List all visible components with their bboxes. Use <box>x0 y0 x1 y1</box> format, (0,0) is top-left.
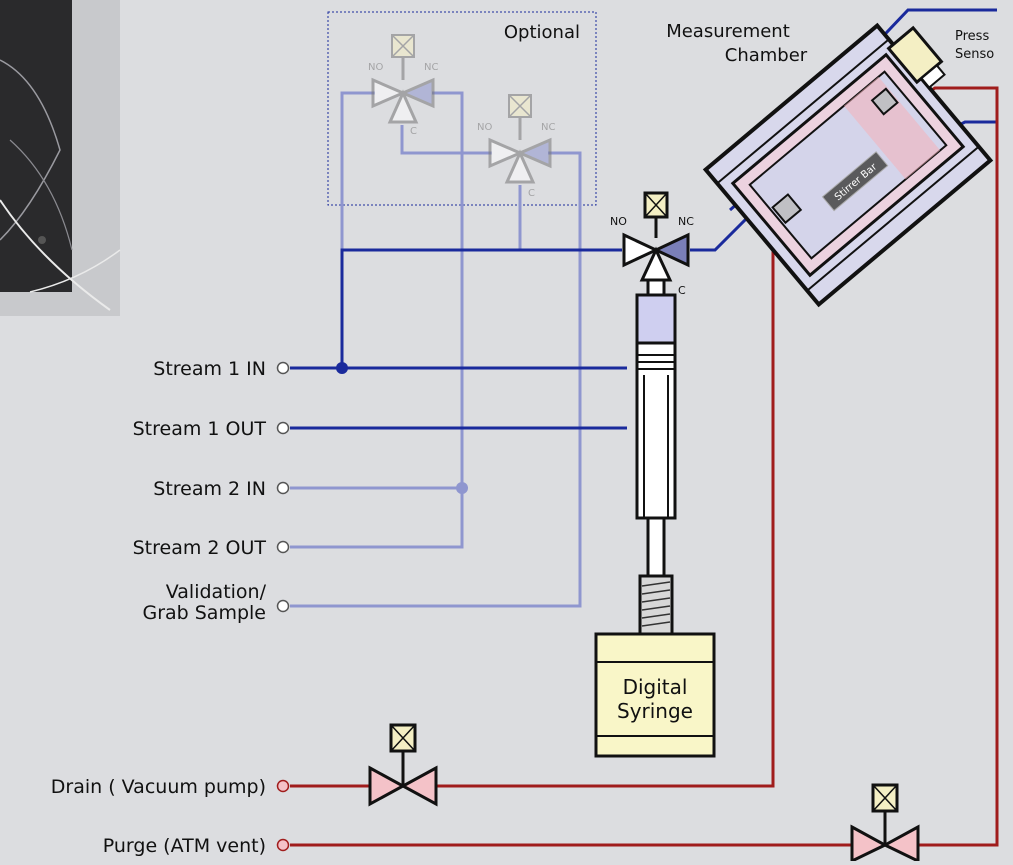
port-label: Stream 1 OUT <box>133 418 267 440</box>
svg-text:C: C <box>528 188 535 199</box>
stream2-out-line <box>290 91 464 549</box>
sensor-label-line1: Press <box>955 29 989 44</box>
validation-line <box>290 151 582 608</box>
instrument-photo <box>0 0 121 316</box>
stream2-junction <box>456 482 468 494</box>
pressure-sensor <box>886 25 946 89</box>
stream1-junction <box>336 362 348 374</box>
port-validation: Validation/ Grab Sample <box>142 581 290 624</box>
drain-valve <box>368 723 438 807</box>
optional-region: Optional <box>327 11 597 206</box>
optional-line-mid <box>400 125 492 155</box>
port-purge: Purge (ATM vent) <box>103 835 290 857</box>
optional-valve-1: NO NC C <box>368 34 438 137</box>
optional-line-left <box>340 91 375 250</box>
port-stream2-in: Stream 2 IN <box>153 478 290 500</box>
port-stream1-in: Stream 1 IN <box>153 358 290 380</box>
svg-text:NO: NO <box>610 215 627 228</box>
optional-label: Optional <box>504 22 580 43</box>
port-label-line1: Validation/ <box>166 581 267 603</box>
sensor-label-line2: Senso <box>955 47 994 62</box>
port-label-line2: Grab Sample <box>142 602 266 624</box>
digital-syringe: Digital Syringe <box>594 278 716 758</box>
main-three-way-valve: NO NC C <box>610 191 694 297</box>
port-label: Stream 2 OUT <box>133 537 267 559</box>
svg-text:NC: NC <box>541 122 555 133</box>
svg-text:NC: NC <box>678 215 694 228</box>
port-label: Drain ( Vacuum pump) <box>51 776 266 798</box>
port-label: Purge (ATM vent) <box>103 835 266 857</box>
measurement-chamber: Stirrer Bar Measurement Chamber Press Se… <box>666 21 994 308</box>
purge-valve <box>850 783 920 864</box>
port-drain: Drain ( Vacuum pump) <box>51 776 290 798</box>
svg-text:C: C <box>410 126 417 137</box>
svg-text:C: C <box>678 284 686 297</box>
port-label: Stream 1 IN <box>153 358 266 380</box>
chamber-label-line1: Measurement <box>666 21 790 42</box>
svg-text:NO: NO <box>477 122 492 133</box>
valve-feed-line <box>340 248 622 368</box>
optional-plumbing <box>290 91 582 608</box>
syringe-label-line1: Digital <box>623 675 688 699</box>
chamber-label-line2: Chamber <box>725 45 808 66</box>
optional-valve-2: NO NC C <box>477 94 555 199</box>
svg-text:NC: NC <box>424 62 438 73</box>
syringe-label-line2: Syringe <box>617 699 693 723</box>
svg-text:NO: NO <box>368 62 383 73</box>
port-stream1-out: Stream 1 OUT <box>133 418 290 440</box>
port-label: Stream 2 IN <box>153 478 266 500</box>
port-stream2-out: Stream 2 OUT <box>133 537 290 559</box>
